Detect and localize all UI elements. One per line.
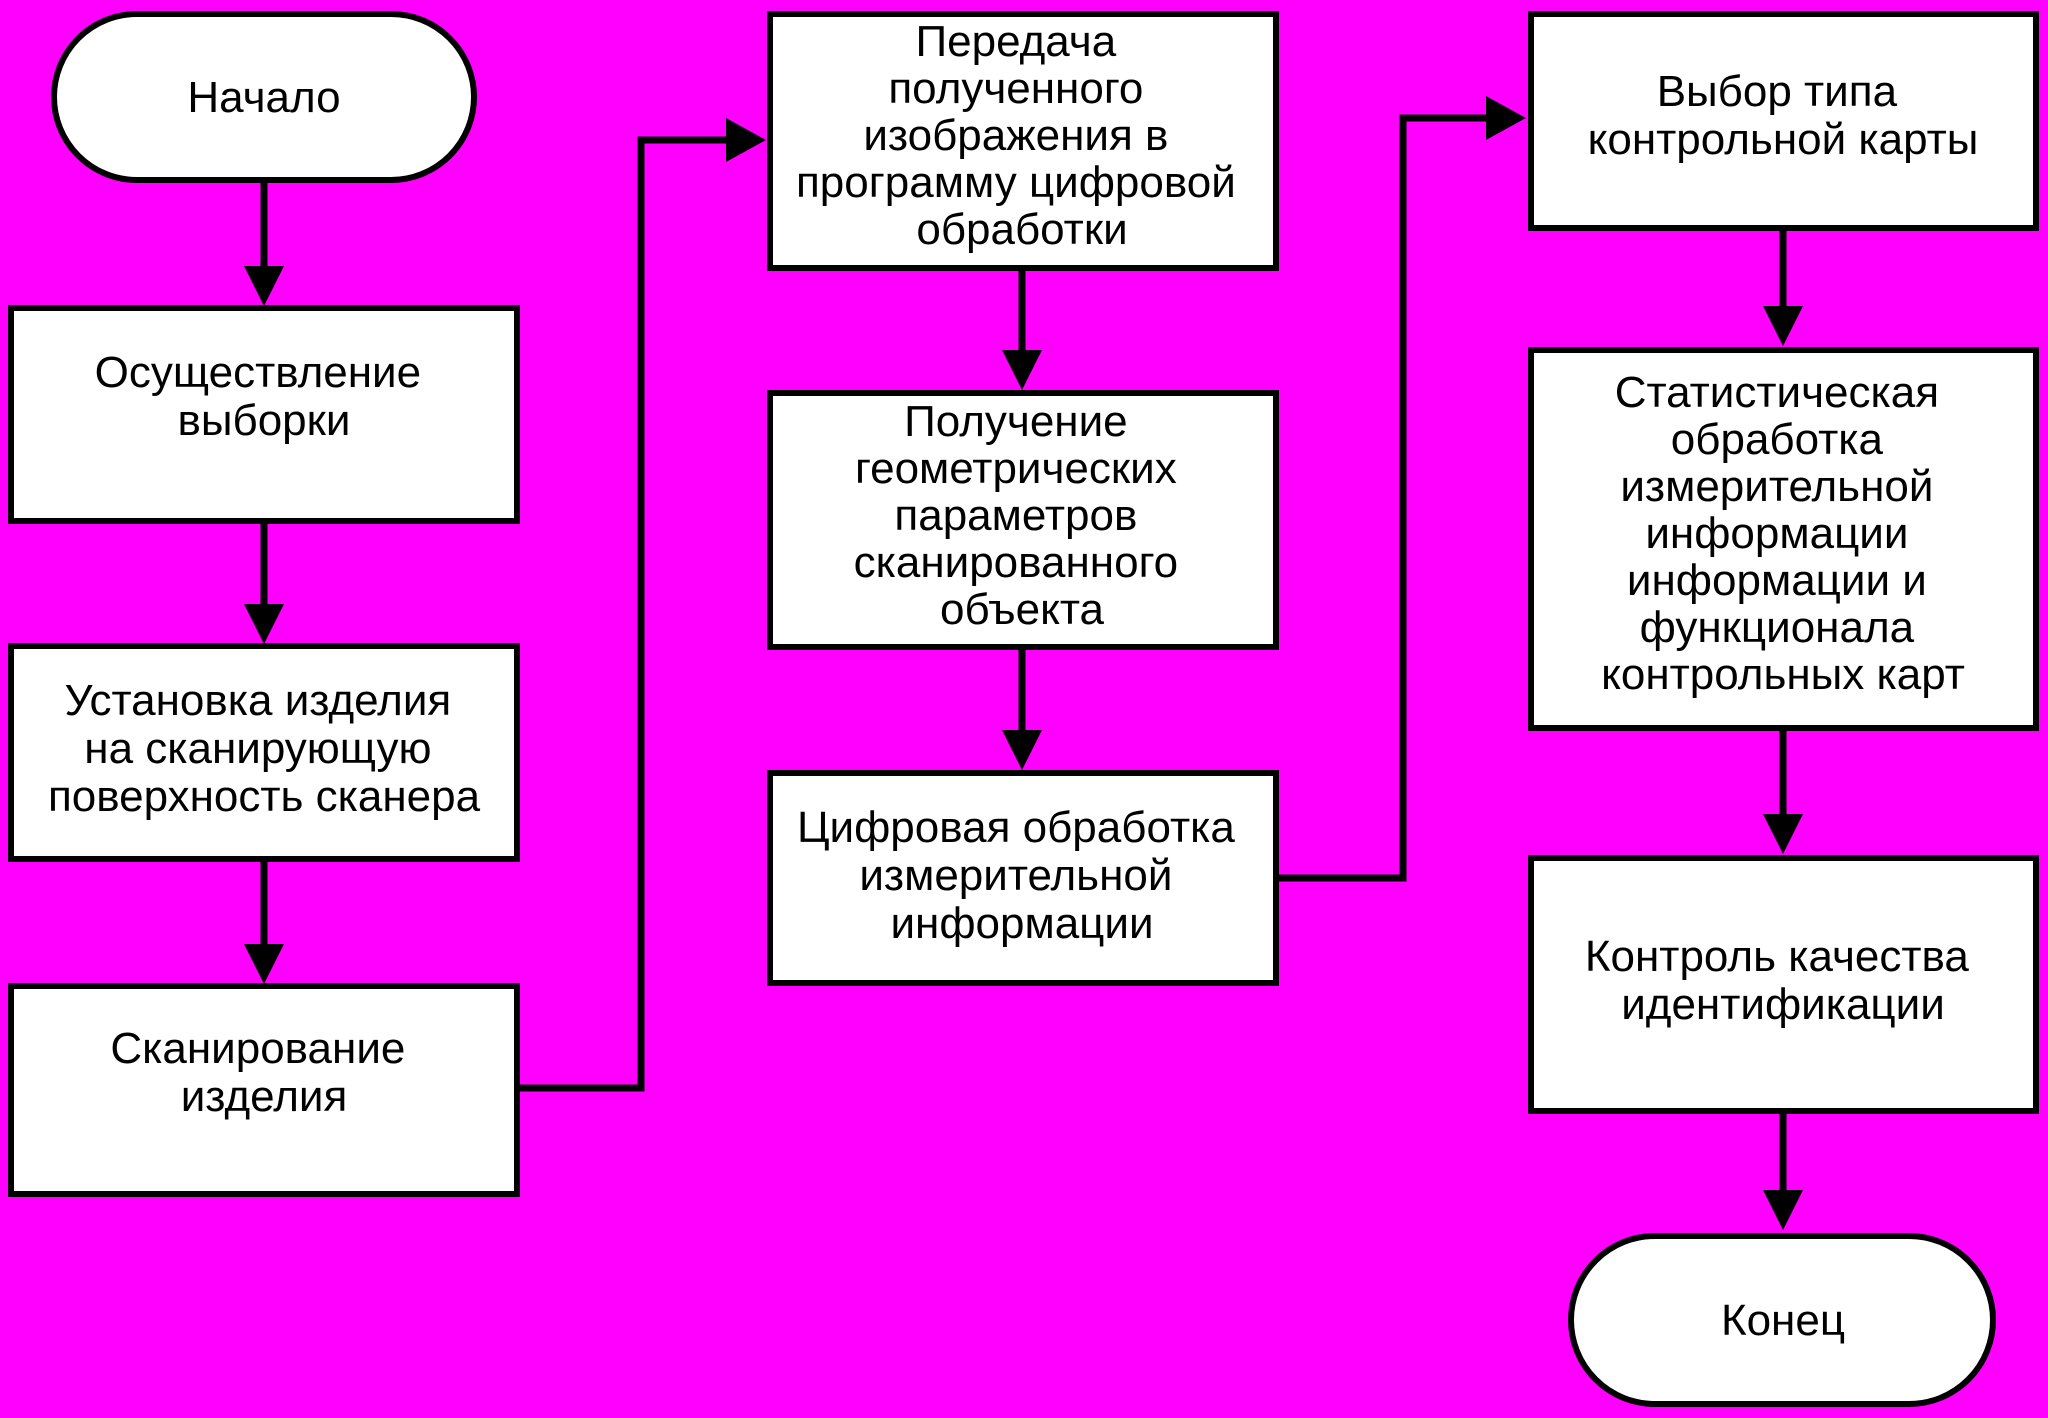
node-label: измерительной	[859, 851, 1172, 900]
node-label: сканированного	[854, 538, 1178, 587]
arrowhead-icon	[1763, 814, 1803, 854]
terminator-shape	[1568, 1233, 1996, 1407]
node-start: Начало	[51, 11, 477, 183]
process-box	[1528, 855, 2039, 1114]
arrowhead-icon	[244, 266, 284, 306]
node-digital-processing: Цифровая обработка измерительной информа…	[767, 770, 1279, 986]
node-label: Передача	[916, 17, 1117, 66]
process-box	[8, 305, 520, 524]
node-label: измерительной	[1620, 462, 1933, 511]
node-chart-type: Выбор типа контрольной карты	[1528, 11, 2039, 231]
arrowhead-icon	[244, 604, 284, 644]
svg-text:Получение геометрических: Получение геометрических параметров скан…	[854, 397, 1191, 634]
svg-text:Выбор типа контрольной к: Выбор типа контрольной карты	[1588, 67, 1979, 164]
arrowhead-icon	[726, 118, 766, 162]
node-label: Статистическая	[1615, 368, 1939, 417]
node-label: идентификации	[1621, 980, 1945, 1029]
arrowhead-icon	[1763, 1190, 1803, 1230]
node-label: изделия	[181, 1072, 348, 1121]
svg-text:Начало: Начало	[187, 73, 340, 122]
svg-text:Статистическая обработка: Статистическая обработка измерительной и…	[1601, 368, 1965, 699]
arrowhead-icon	[1002, 350, 1042, 390]
arrowhead-icon	[1002, 730, 1042, 770]
node-label: программу цифровой	[796, 158, 1236, 207]
arrow-digital-to-charttype	[1276, 114, 1490, 882]
terminator-shape	[51, 11, 477, 183]
svg-text:Осуществление выборки: Осуществление выборки	[95, 348, 434, 445]
svg-text:Установка изделия на ска: Установка изделия на сканирующую поверхн…	[48, 676, 481, 821]
node-label: полученного	[888, 64, 1143, 113]
svg-text:Сканирование изделия: Сканирование изделия	[110, 1024, 417, 1121]
node-label: Установка изделия	[65, 676, 452, 725]
process-box	[767, 770, 1279, 986]
node-label: контрольной карты	[1588, 115, 1979, 164]
process-box	[767, 11, 1279, 271]
svg-text:Передача полученного: Передача полученного изображения в прогр…	[796, 17, 1248, 254]
node-label: выборки	[178, 396, 351, 445]
node-geometry: Получение геометрических параметров скан…	[767, 390, 1279, 650]
process-box	[767, 390, 1279, 650]
process-box	[1528, 11, 2039, 231]
node-label: информации	[890, 899, 1153, 948]
node-placement: Установка изделия на сканирующую поверхн…	[8, 643, 520, 862]
node-scanning: Сканирование изделия	[8, 983, 520, 1197]
process-box	[1528, 347, 2039, 731]
node-label: Получение	[904, 397, 1128, 446]
arrowhead-icon	[1486, 96, 1526, 140]
node-label: контрольных карт	[1601, 650, 1965, 699]
svg-text:Контроль качества иденти: Контроль качества идентификации	[1585, 932, 1981, 1029]
node-label: геометрических	[855, 444, 1177, 493]
node-label: Конец	[1721, 1296, 1845, 1345]
node-label: информации и	[1627, 556, 1927, 605]
node-label: изображения в	[863, 111, 1168, 160]
process-box	[8, 643, 520, 862]
node-statistics: Статистическая обработка измерительной и…	[1528, 347, 2039, 731]
node-label: Выбор типа	[1657, 67, 1898, 116]
svg-text:Цифровая обработка измер: Цифровая обработка измерительной информа…	[797, 803, 1247, 948]
node-transfer: Передача полученного изображения в прогр…	[767, 11, 1279, 271]
node-label: функционала	[1640, 603, 1915, 652]
process-box	[8, 983, 520, 1197]
node-label: Сканирование	[110, 1024, 405, 1073]
node-label: обработка	[1671, 415, 1884, 464]
node-quality-control: Контроль качества идентификации	[1528, 855, 2039, 1114]
connectors	[244, 96, 1803, 1230]
node-end: Конец	[1568, 1233, 1996, 1407]
node-label: объекта	[940, 585, 1105, 634]
node-label: обработки	[916, 205, 1127, 254]
node-label: Осуществление	[95, 348, 421, 397]
node-label: поверхность сканера	[48, 772, 481, 821]
node-sampling: Осуществление выборки	[8, 305, 520, 524]
node-label: на сканирующую	[84, 724, 431, 773]
svg-text:Конец: Конец	[1721, 1296, 1845, 1345]
arrowhead-icon	[244, 944, 284, 984]
node-label: параметров	[894, 491, 1137, 540]
node-label: информации	[1645, 509, 1908, 558]
node-label: Начало	[187, 73, 340, 122]
node-label: Цифровая обработка	[797, 803, 1235, 852]
arrowhead-icon	[1763, 306, 1803, 346]
node-label: Контроль качества	[1585, 932, 1969, 981]
arrow-scanning-to-transfer	[517, 136, 728, 1092]
